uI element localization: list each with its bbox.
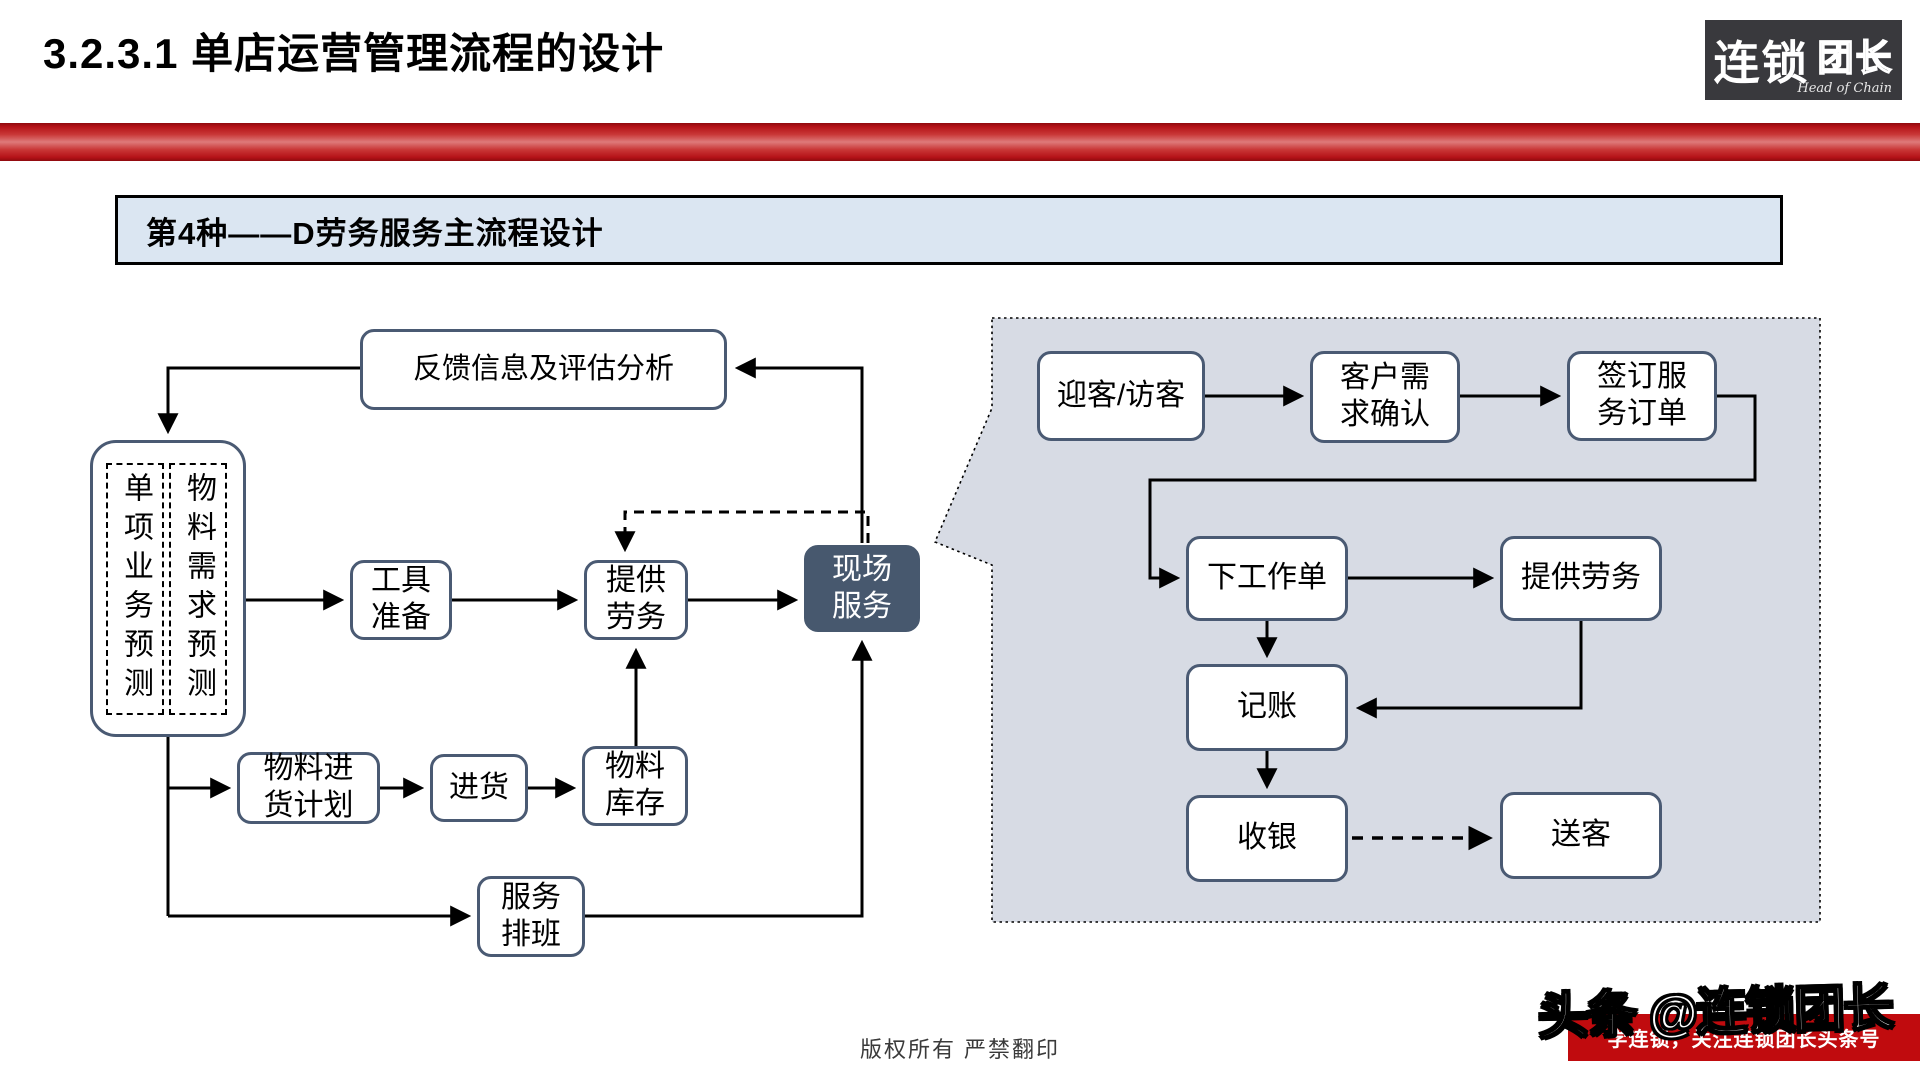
flow-node-sign-service-order: 签订服 务订单 <box>1567 351 1717 441</box>
flow-node-bookkeeping: 记账 <box>1186 664 1348 751</box>
flow-node-purchase: 进货 <box>430 754 528 822</box>
logo-secondary-text: 团长 <box>1817 36 1894 79</box>
flow-node-single-business-forecast: 单项业务预测 <box>106 463 164 715</box>
flow-node-cashier: 收银 <box>1186 795 1348 882</box>
flow-node-provide-labor-right: 提供劳务 <box>1500 536 1662 621</box>
section-header-label: 第4种——D劳务服务主流程设计 <box>146 215 604 251</box>
flow-node-service-schedule: 服务 排班 <box>477 876 585 957</box>
flowchart-connectors <box>157 317 1821 927</box>
flow-node-send-off: 送客 <box>1500 792 1662 879</box>
watermark-big-text: 头条 @连锁团长 <box>1536 979 1894 1046</box>
flow-node-provide-labor: 提供 劳务 <box>584 560 688 640</box>
page-title: 3.2.3.1 单店运营管理流程的设计 <box>43 30 665 77</box>
section-header-bar: 第4种——D劳务服务主流程设计 <box>115 195 1783 265</box>
flow-node-material-purchase-plan: 物料进 货计划 <box>237 752 380 824</box>
flowchart-canvas: 反馈信息及评估分析 单项业务预测 物料需求预测 工具 准备 提供 劳务 现场 服… <box>0 280 1920 980</box>
watermark-small-text: 学连锁，关注连锁团长头条号 <box>1607 1029 1881 1051</box>
flow-node-onsite-service: 现场 服务 <box>804 545 920 632</box>
flow-node-customer-need-confirm: 客户需 求确认 <box>1310 351 1460 443</box>
flow-node-forecast-group: 单项业务预测 物料需求预测 <box>90 440 246 737</box>
flow-node-welcome-visit: 迎客/访客 <box>1037 351 1205 441</box>
flow-node-material-need-forecast: 物料需求预测 <box>169 463 227 715</box>
logo-tagline: Head of Chain <box>1797 81 1892 96</box>
watermark-red-banner: 学连锁，关注连锁团长头条号 <box>1568 1014 1920 1061</box>
flow-node-material-stock: 物料 库存 <box>582 746 688 826</box>
callout-panel-shape <box>933 317 1821 923</box>
flow-node-tool-prep: 工具 准备 <box>350 560 452 640</box>
brand-logo: 连锁 团长 Head of Chain <box>1705 20 1902 100</box>
flow-node-place-work-order: 下工作单 <box>1186 536 1348 621</box>
red-divider-bar <box>0 123 1920 161</box>
flow-node-feedback-analysis: 反馈信息及评估分析 <box>360 329 727 410</box>
logo-main-text: 连锁 <box>1713 37 1810 89</box>
copyright-note: 版权所有 严禁翻印 <box>859 1037 1061 1062</box>
